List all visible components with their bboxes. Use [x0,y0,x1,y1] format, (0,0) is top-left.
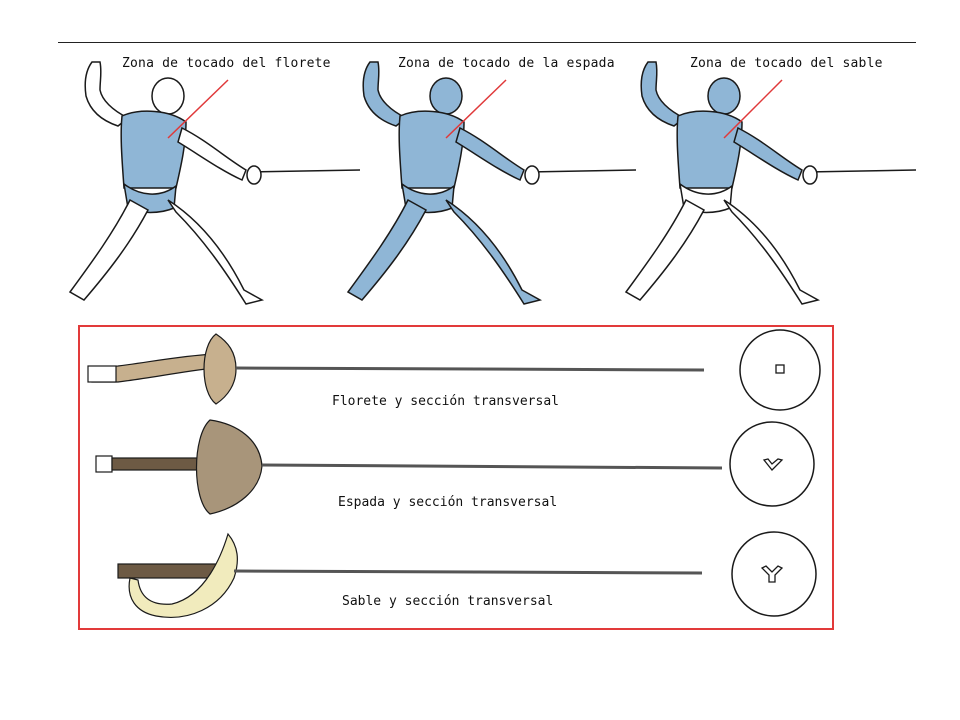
epee-bell-guard [196,419,263,515]
foil-cross-section-square [775,364,785,374]
sabre-blade [233,569,703,575]
epee-pommel [95,455,113,473]
epee-fencer [346,61,543,305]
sabre-fencer-blade [805,169,917,173]
foil-zone-label: Zona de tocado del florete [122,56,331,71]
sabre-weapon [117,532,703,618]
sabre-zone-label: Zona de tocado del sable [690,56,883,71]
foil-weapon [87,333,705,405]
epee-zone-label: Zona de tocado de la espada [398,56,615,71]
sabre-grip [117,563,219,579]
top-divider-line [58,42,916,43]
sabre-fencer-figure [624,61,821,305]
epee-zone-pointer [445,79,507,139]
foil-caption: Florete y sección transversal [332,394,559,409]
foil-fencer-guard [246,165,262,185]
epee-caption: Espada y sección transversal [338,495,558,510]
weapons-panel [78,325,834,630]
sabre-cross-section-y [760,565,784,583]
sabre-fencer-guard [802,165,818,185]
epee-blade [261,463,723,470]
foil-fencer [68,61,265,305]
fencer-illustrations [68,61,917,305]
epee-weapon [95,419,723,515]
epee-fencer-figure [346,61,543,305]
foil-blade [235,366,705,372]
sabre-fencer [624,61,821,305]
epee-grip [111,457,209,471]
sabre-zone-pointer [723,79,783,139]
foil-bell-guard [203,333,237,405]
foil-zone-pointer [167,79,229,139]
foil-fencer-figure [68,61,265,305]
foil-fencer-blade [249,169,361,173]
epee-fencer-guard [524,165,540,185]
sabre-knuckle-guard [128,532,238,618]
epee-cross-section-v [762,458,784,471]
foil-pommel [87,365,117,383]
sabre-caption: Sable y sección transversal [342,594,554,609]
epee-fencer-blade [527,169,637,173]
